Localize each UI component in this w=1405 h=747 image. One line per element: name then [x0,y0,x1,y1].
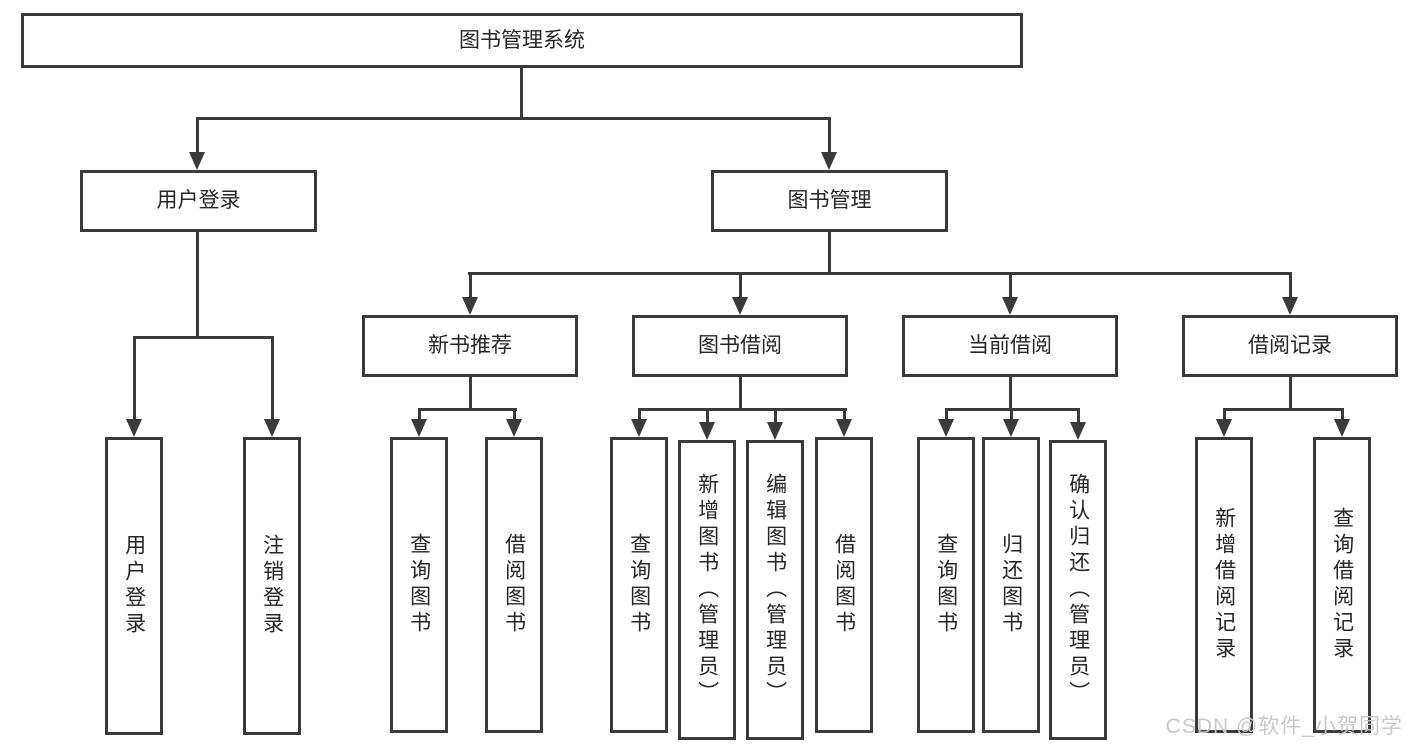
connector-line [1341,408,1344,420]
connector-line [196,232,199,336]
arrowhead [938,419,954,437]
node-user-login: 用户登录 [80,170,317,232]
leaf-cb-query-book: 查询图书 [917,437,975,733]
connector-line [271,336,274,420]
connector-line [418,408,421,420]
leaf-bb-borrow-book: 借阅图书 [815,437,873,733]
leaf-bb-query-book-label: 查询图书 [627,533,651,637]
connector-line [513,408,516,420]
node-borrowing-records: 借阅记录 [1182,315,1398,377]
arrowhead [264,419,280,437]
arrowhead [1002,297,1018,315]
connector-line [828,232,831,272]
arrowhead [821,152,837,170]
leaf-cb-confirm-return-admin: 确认归还（管理员） [1049,440,1107,740]
leaf-bb-query-book: 查询图书 [610,437,668,733]
arrowhead [1070,422,1086,440]
leaf-cb-confirm-return-admin-label: 确认归还（管理员） [1066,473,1090,707]
connector-line [774,408,777,423]
connector-line [1009,272,1012,297]
leaf-br-query-record: 查询借阅记录 [1313,437,1371,733]
connector-line [469,377,472,408]
connector-line [196,117,831,120]
connector-line [133,336,136,420]
arrowhead [1003,419,1019,437]
node-new-book-recommendation-label: 新书推荐 [428,334,512,358]
arrowhead [1216,419,1232,437]
leaf-cb-query-book-label: 查询图书 [934,533,958,637]
connector-line [945,408,948,420]
node-book-borrowing-label: 图书借阅 [698,334,782,358]
arrowhead [1334,419,1350,437]
node-current-borrowing-label: 当前借阅 [968,334,1052,358]
connector-line [1077,408,1080,423]
leaf-bb-edit-book-admin-label: 编辑图书（管理员） [763,473,787,707]
arrowhead [506,419,522,437]
node-new-book-recommendation: 新书推荐 [362,315,578,377]
connector-line [133,336,274,339]
connector-line [1223,408,1344,411]
connector-line [638,408,641,420]
arrowhead [126,419,142,437]
leaf-br-add-record: 新增借阅记录 [1195,437,1253,733]
arrowhead [732,297,748,315]
connector-line [843,408,846,420]
leaf-logout: 注销登录 [243,437,301,735]
leaf-nbr-borrow-book: 借阅图书 [485,437,543,733]
leaf-br-query-record-label: 查询借阅记录 [1330,507,1354,663]
connector-line [468,272,1292,275]
connector-line [418,408,517,411]
connector-line [638,408,847,411]
node-book-management-label: 图书管理 [787,189,872,213]
leaf-nbr-borrow-book-label: 借阅图书 [502,533,526,637]
leaf-bb-add-book-admin: 新增图书（管理员） [678,440,736,740]
leaf-bb-add-book-admin-label: 新增图书（管理员） [695,473,719,707]
arrowhead [631,419,647,437]
connector-line [1010,408,1013,420]
leaf-bb-edit-book-admin: 编辑图书（管理员） [746,440,804,740]
node-book-borrowing: 图书借阅 [632,315,848,377]
node-root-label: 图书管理系统 [459,28,585,52]
watermark: CSDN @软件_小贺同学 [1165,715,1403,738]
leaf-bb-borrow-book-label: 借阅图书 [832,533,856,637]
connector-line [1009,377,1012,408]
arrowhead [462,297,478,315]
connector-line [1289,272,1292,297]
connector-line [1289,377,1292,408]
leaf-nbr-query-book-label: 查询图书 [407,533,431,637]
arrowhead [699,422,715,440]
node-borrowing-records-label: 借阅记录 [1248,334,1332,358]
connector-line [520,68,523,117]
leaf-logout-label: 注销登录 [260,534,284,638]
leaf-nbr-query-book: 查询图书 [390,437,448,733]
connector-line [739,377,742,408]
leaf-br-add-record-label: 新增借阅记录 [1212,507,1236,663]
connector-line [469,272,472,297]
connector-line [1223,408,1226,420]
leaf-cb-return-book: 归还图书 [982,437,1040,733]
arrowhead [767,422,783,440]
node-root: 图书管理系统 [21,13,1023,68]
arrowhead [836,419,852,437]
connector-line [739,272,742,297]
connector-line [196,117,199,152]
arrowhead [411,419,427,437]
leaf-cb-return-book-label: 归还图书 [999,533,1023,637]
node-book-management: 图书管理 [711,170,948,232]
node-current-borrowing: 当前借阅 [902,315,1118,377]
connector-line [706,408,709,423]
connector-line [828,117,831,152]
node-user-login-label: 用户登录 [156,189,241,213]
arrowhead [1282,297,1298,315]
leaf-user-login-label: 用户登录 [122,534,146,638]
leaf-user-login: 用户登录 [105,437,163,735]
arrowhead [189,152,205,170]
